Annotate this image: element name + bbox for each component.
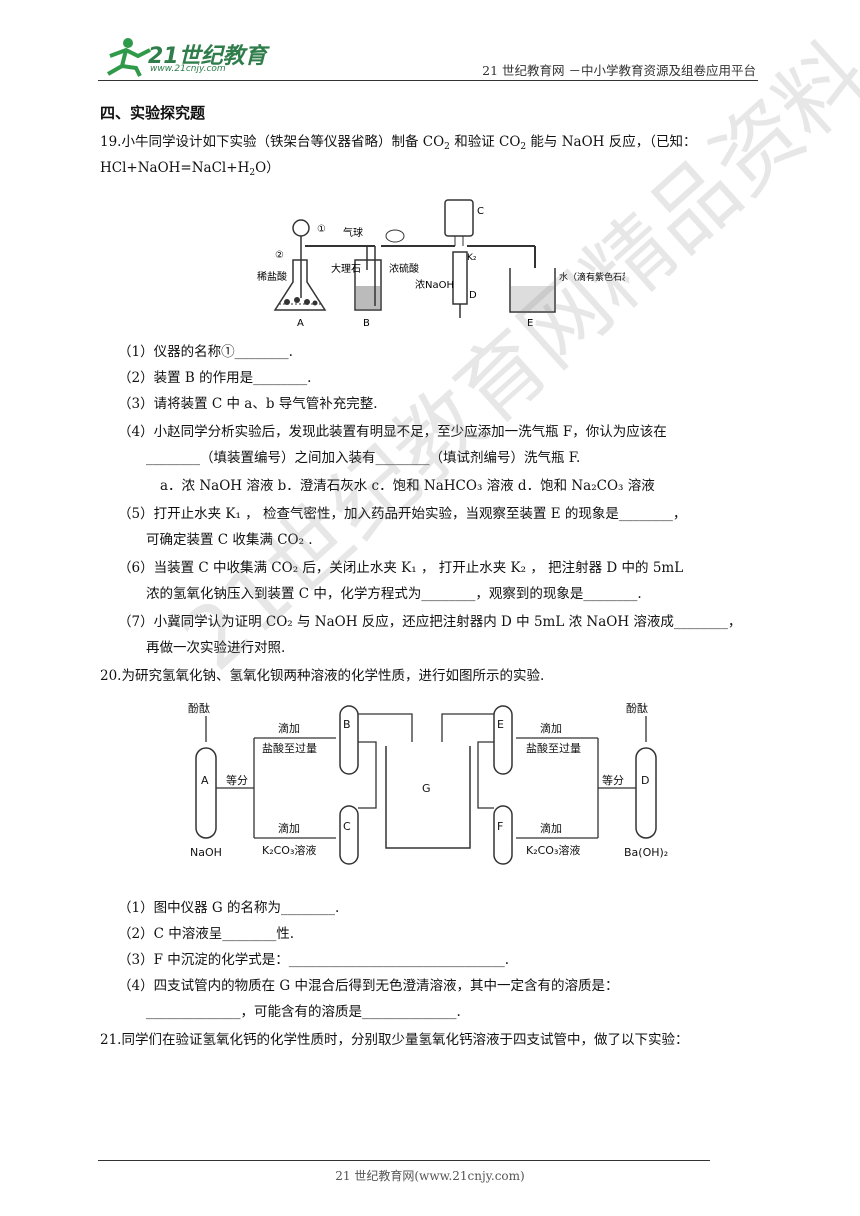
section-title: 四、实验探究题 bbox=[100, 104, 206, 122]
q19-p4a: （4）小赵同学分析实验后，发现此装置有明显不足，至少应添加一洗气瓶 F，你认为应… bbox=[118, 424, 667, 440]
svg-text:气球: 气球 bbox=[343, 226, 363, 239]
svg-text:大理石: 大理石 bbox=[331, 262, 361, 275]
svg-text:A: A bbox=[297, 318, 304, 329]
q20-experiment-figure: 酚酞 酚酞 A B C D E F G 滴加 盐酸至过量 滴加 K₂CO₃溶液 … bbox=[188, 701, 668, 865]
svg-text:①: ① bbox=[317, 224, 326, 235]
svg-text:C: C bbox=[343, 820, 351, 833]
svg-text:浓NaOH: 浓NaOH bbox=[415, 279, 454, 291]
svg-text:滴加: 滴加 bbox=[278, 721, 300, 735]
q19-p7b: 再做一次实验进行对照. bbox=[146, 640, 286, 656]
svg-text:NaOH: NaOH bbox=[190, 846, 222, 859]
svg-text:G: G bbox=[422, 782, 431, 795]
svg-text:E: E bbox=[527, 318, 533, 329]
svg-text:K₂CO₃溶液: K₂CO₃溶液 bbox=[262, 843, 316, 857]
q19-p4c: a．浓 NaOH 溶液 b．澄清石灰水 c．饱和 NaHCO₃ 溶液 d．饱和 … bbox=[160, 478, 655, 494]
svg-text:D: D bbox=[469, 290, 477, 301]
q19-p6a: （6）当装置 C 中收集满 CO₂ 后，关闭止水夹 K₁ ， 打开止水夹 K₂ … bbox=[118, 560, 684, 576]
svg-text:K₂: K₂ bbox=[467, 253, 477, 263]
q19-p6b: 浓的氢氧化钠压入到装置 C 中，化学方程式为________，观察到的现象是__… bbox=[146, 586, 642, 602]
svg-text:滴加: 滴加 bbox=[278, 821, 300, 835]
q21-title: 21.同学们在验证氢氧化钙的化学性质时，分别取少量氢氧化钙溶液于四支试管中，做了… bbox=[100, 1032, 689, 1048]
svg-text:盐酸至过量: 盐酸至过量 bbox=[526, 741, 581, 755]
q19-p7a: （7）小冀同学认为证明 CO₂ 与 NaOH 反应，还应把注射器内 D 中 5m… bbox=[118, 614, 742, 630]
svg-text:水（滴有紫色石蕊溶液）: 水（滴有紫色石蕊溶液） bbox=[559, 271, 625, 283]
svg-text:D: D bbox=[641, 774, 649, 787]
q19-p2: （2）装置 B 的作用是________. bbox=[118, 370, 312, 386]
header-site: 21 世纪教育网 －中小学教育资源及组卷应用平台 bbox=[482, 63, 756, 78]
q20-p2: （2）C 中溶液呈________性. bbox=[118, 926, 295, 942]
q20-p1: （1）图中仪器 G 的名称为________. bbox=[118, 900, 340, 916]
svg-text:A: A bbox=[201, 774, 209, 787]
q19-p1: （1）仪器的名称①________. bbox=[118, 344, 293, 360]
q19-p5b: 可确定装置 C 收集满 CO₂ . bbox=[146, 532, 313, 548]
q19-p3: （3）请将装置 C 中 a、b 导气管补充完整. bbox=[118, 396, 378, 412]
logo-runner-icon bbox=[107, 38, 151, 77]
header-rule bbox=[98, 80, 758, 81]
q20-title: 20.为研究氢氧化钠、氢氧化钡两种溶液的化学性质，进行如图所示的实验. bbox=[100, 668, 545, 684]
svg-text:C: C bbox=[477, 206, 484, 217]
svg-text:F: F bbox=[497, 820, 503, 833]
svg-text:E: E bbox=[497, 718, 504, 731]
svg-text:浓硫酸: 浓硫酸 bbox=[389, 262, 419, 275]
q19-line2: HCl+NaOH=NaCl+H2O） bbox=[100, 160, 280, 178]
footer-text: 21 世纪教育网(www.21cnjy.com) bbox=[335, 1169, 525, 1183]
svg-text:稀盐酸: 稀盐酸 bbox=[257, 270, 287, 283]
q20-p4a: （4）四支试管内的物质在 G 中混合后得到无色澄清溶液，其中一定含有的溶质是： bbox=[118, 978, 619, 994]
svg-text:滴加: 滴加 bbox=[540, 721, 562, 735]
footer-rule bbox=[98, 1160, 710, 1161]
logo-url: www.21cnjy.com bbox=[150, 64, 226, 74]
svg-text:酚酞: 酚酞 bbox=[626, 701, 648, 715]
q19-apparatus-figure: ① ② 气球 稀盐酸 大理石 浓硫酸 浓NaOH K₂ 水（滴有紫色石蕊溶液） … bbox=[257, 199, 625, 329]
svg-text:酚酞: 酚酞 bbox=[188, 701, 210, 715]
svg-text:B: B bbox=[343, 718, 351, 731]
q19-p4b: ________（填装置编号）之间加入装有________（填试剂编号）洗气瓶 … bbox=[146, 450, 581, 466]
svg-text:②: ② bbox=[275, 250, 284, 261]
svg-text:等分: 等分 bbox=[602, 773, 624, 787]
svg-text:B: B bbox=[363, 318, 370, 329]
svg-text:K₂CO₃溶液: K₂CO₃溶液 bbox=[526, 843, 580, 857]
q20-p3: （3）F 中沉淀的化学式是：__________________________… bbox=[118, 952, 510, 968]
q19-line1: 19.小牛同学设计如下实验（铁架台等仪器省略）制备 CO2 和验证 CO2 能与… bbox=[100, 134, 697, 152]
svg-text:等分: 等分 bbox=[226, 773, 248, 787]
q20-p4b: ______________，可能含有的溶质是______________. bbox=[146, 1004, 461, 1020]
svg-text:滴加: 滴加 bbox=[540, 821, 562, 835]
logo-text: 21世纪教育 bbox=[148, 44, 267, 69]
svg-text:盐酸至过量: 盐酸至过量 bbox=[262, 741, 317, 755]
q19-p5a: （5）打开止水夹 K₁ ， 检查气密性，加入药品开始实验，当观察至装置 E 的现… bbox=[118, 506, 687, 522]
svg-text:Ba(OH)₂: Ba(OH)₂ bbox=[624, 846, 668, 859]
